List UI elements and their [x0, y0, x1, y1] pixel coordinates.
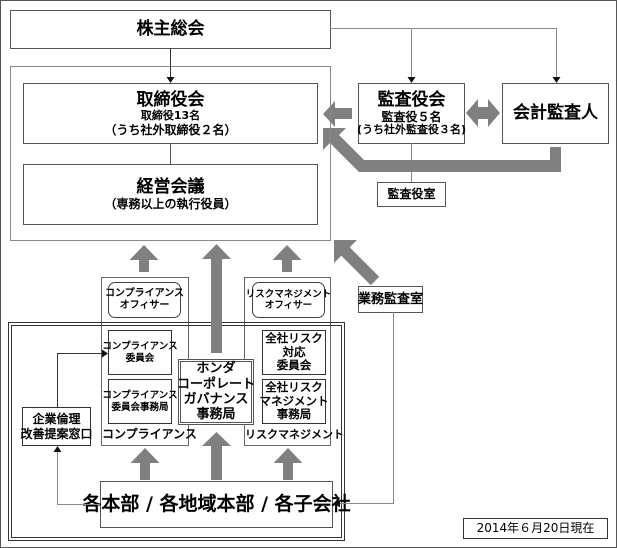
audit-board-outside-count: (うち社外監査役３名): [356, 123, 467, 137]
as-of-date-note: 2014年６月20日現在: [463, 518, 608, 539]
compliance-secretariat-box: コンプライアンス 委員会事務局: [102, 379, 178, 424]
risk-officer-line: リスクマネジメント: [245, 288, 332, 300]
compliance-committee-box: コンプライアンス 委員会: [102, 330, 178, 375]
compliance-officer-line: コンプライアンス: [104, 288, 185, 300]
board-of-directors-title: 取締役会: [136, 89, 205, 110]
audit-office-box: 監査役室: [377, 182, 446, 207]
ethics-window-line: 改善提案窓口: [20, 426, 93, 441]
risk-management-secretariat-box: 全社リスク マネジメント 事務局: [259, 379, 329, 424]
compliance-secretariat-line: 委員会事務局: [111, 401, 169, 413]
internal-audit-box: 業務監査室: [358, 286, 423, 313]
risk-committee-line: 全社リスク: [265, 331, 323, 346]
accounting-auditor-box: 会計監査人: [502, 83, 609, 144]
honda-corporate-governance-office-box: ホンダ コーポレート ガバナンス 事務局: [177, 359, 256, 425]
board-of-directors-box: 取締役会 取締役13名 （うち社外取締役２名）: [23, 83, 318, 144]
compliance-committee-line: 委員会: [125, 352, 155, 364]
honda-cg-office-line: コーポレート: [177, 376, 256, 392]
risk-officer-line: オフィサー: [264, 300, 313, 311]
risk-secretariat-line: 全社リスク: [265, 380, 323, 395]
internal-audit-label: 業務監査室: [358, 291, 424, 307]
risk-management-group-label: リスクマネジメント: [245, 428, 344, 441]
shareholders-meeting-label: 株主総会: [136, 19, 205, 40]
risk-committee-box: 全社リスク 対応 委員会: [262, 330, 326, 375]
honda-cg-office-line: ホンダ: [196, 361, 236, 377]
compliance-group-label: コンプライアンス: [102, 427, 197, 441]
compliance-officer-box: コンプライアンス オフィサー: [104, 282, 185, 318]
ethics-window-line: 企業倫理: [32, 412, 81, 427]
compliance-officer-line: オフィサー: [119, 300, 170, 311]
risk-secretariat-line: 事務局: [276, 407, 312, 422]
divisions-label: 各本部 / 各地域本部 / 各子会社: [82, 493, 351, 516]
risk-secretariat-line: マネジメント: [259, 393, 329, 408]
audit-board-title: 監査役会: [377, 89, 446, 110]
divisions-box: 各本部 / 各地域本部 / 各子会社: [82, 481, 351, 528]
risk-committee-line: 委員会: [276, 358, 312, 373]
audit-board-box: 監査役会 監査役５名 (うち社外監査役３名): [356, 83, 467, 144]
board-of-directors-count: 取締役13名: [140, 108, 201, 122]
risk-committee-line: 対応: [282, 344, 306, 359]
accounting-auditor-label: 会計監査人: [513, 103, 598, 124]
shareholders-meeting-box: 株主総会: [10, 10, 331, 49]
ethics-suggestion-window-box: 企業倫理 改善提案窓口: [20, 407, 93, 446]
honda-cg-office-line: 事務局: [196, 407, 236, 423]
honda-cg-office-line: ガバナンス: [183, 392, 249, 407]
audit-office-label: 監査役室: [387, 187, 436, 202]
compliance-secretariat-line: コンプライアンス: [102, 390, 178, 402]
audit-board-count: 監査役５名: [381, 109, 442, 124]
executive-council-box: 経営会議 （専務以上の執行役員）: [23, 164, 318, 225]
as-of-date-label: 2014年６月20日現在: [476, 521, 595, 536]
compliance-committee-line: コンプライアンス: [102, 341, 178, 353]
executive-council-title: 経営会議: [136, 177, 205, 198]
executive-council-members: （専務以上の執行役員）: [104, 197, 237, 212]
risk-officer-box: リスクマネジメント オフィサー: [246, 282, 331, 318]
board-of-directors-outside-count: （うち社外取締役２名）: [104, 122, 237, 137]
